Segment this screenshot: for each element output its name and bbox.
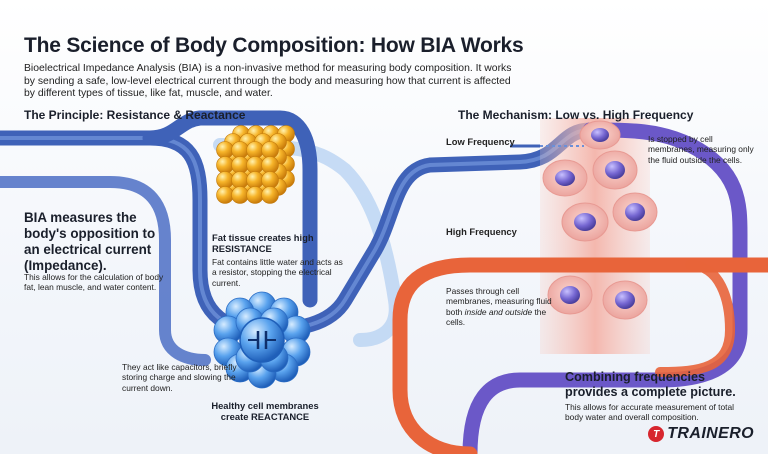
fat-resistance-description: Fat contains little water and acts as a … (212, 257, 343, 288)
page-title: The Science of Body Composition: How BIA… (24, 34, 524, 57)
combination-statement: Combining frequencies provides a complet… (565, 370, 765, 400)
fat-globule (261, 141, 279, 159)
trainero-logo-mark: T (648, 426, 665, 442)
faint-current-path (213, 138, 403, 347)
impedance-line-3: an electrical current (24, 242, 152, 257)
intro-paragraph: Bioelectrical Impedance Analysis (BIA) i… (24, 63, 512, 100)
capacitor-icon (239, 317, 285, 363)
fat-title-line-2: RESISTANCE (212, 243, 272, 254)
fat-tissue-cube (216, 125, 295, 204)
impedance-line-1: BIA measures the (24, 210, 137, 225)
fat-globule (216, 186, 234, 204)
fat-globule (246, 156, 264, 174)
capacitor-description: They act like capacitors, briefly storin… (122, 362, 237, 393)
high-frequency-label: High Frequency (446, 226, 517, 237)
mechanism-heading: The Mechanism: Low vs. High Frequency (458, 108, 694, 122)
impedance-line-4: (Impedance). (24, 258, 107, 273)
membrane-reactance-title: Healthy cell membranes create REACTANCE (200, 400, 330, 422)
impedance-description: This allows for the calculation of body … (24, 272, 164, 293)
low-frequency-description: Is stopped by cell membranes, measuring … (648, 134, 754, 165)
trainero-logo: T TRAINERO (648, 425, 754, 443)
impedance-line-2: body's opposition to (24, 226, 156, 241)
orange-current-path (392, 257, 768, 454)
fat-globule (216, 156, 234, 174)
high-frequency-description: Passes through cell membranes, measuring… (446, 286, 552, 328)
cell-cluster (542, 120, 658, 320)
combination-line-1: Combining frequencies (565, 370, 705, 384)
fat-title-line-1: Fat tissue creates high (212, 232, 314, 243)
fat-globule (216, 171, 234, 189)
fat-globule (231, 186, 249, 204)
purple-current-path (462, 122, 748, 454)
impedance-statement: BIA measures the body's opposition to an… (24, 210, 184, 274)
fat-globule (261, 171, 279, 189)
fat-globule (261, 156, 279, 174)
fat-globule (231, 171, 249, 189)
fat-globule (261, 186, 279, 204)
fat-resistance-title: Fat tissue creates high RESISTANCE (212, 232, 314, 254)
fat-globule (246, 186, 264, 204)
fat-globule (246, 171, 264, 189)
low-frequency-label: Low Frequency (446, 136, 515, 147)
blue-lower-path (0, 176, 211, 366)
fat-globule (216, 141, 234, 159)
membrane-title-line-2: create REACTANCE (220, 411, 310, 422)
blue-loop-path (142, 110, 318, 308)
trainero-logo-word: TRAINERO (667, 425, 754, 442)
fat-globule (231, 156, 249, 174)
principle-heading: The Principle: Resistance & Reactance (24, 108, 246, 122)
combination-description: This allows for accurate measurement of … (565, 402, 734, 423)
orange-current-loop (655, 260, 736, 377)
combination-line-2: provides a complete picture. (565, 385, 736, 399)
fat-globule (246, 141, 264, 159)
membrane-title-line-1: Healthy cell membranes (211, 400, 319, 411)
fat-globule (231, 141, 249, 159)
